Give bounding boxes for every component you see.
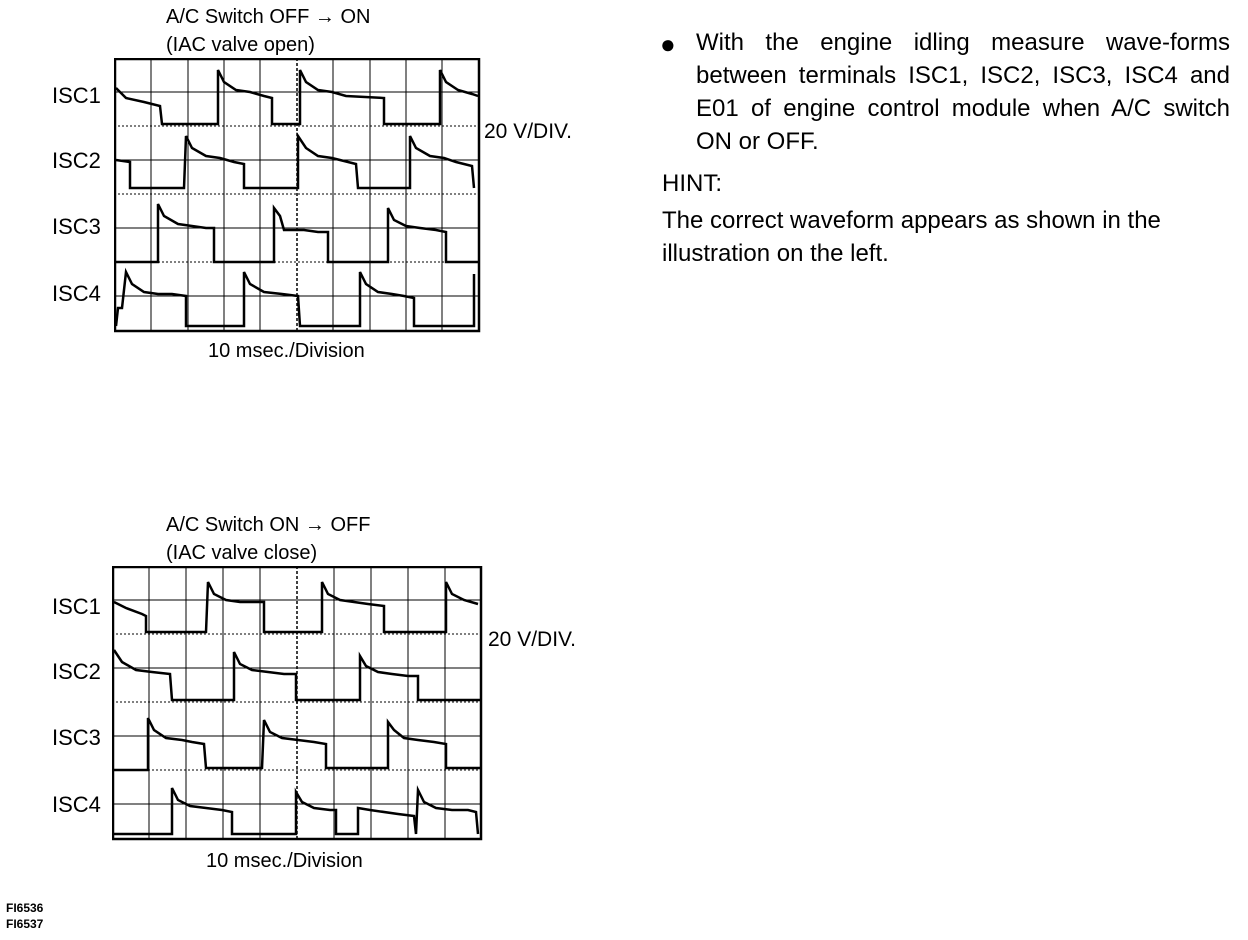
scope1-title-line1: A/C Switch OFF → ON: [166, 6, 371, 28]
scope2-label-isc3: ISC3: [52, 725, 101, 750]
scope1-label-isc3: ISC3: [52, 214, 101, 239]
scope2-volts-per-div: 20 V/DIV.: [488, 628, 576, 651]
hint-title: HINT:: [662, 170, 722, 197]
scope2-label-isc1: ISC1: [52, 594, 101, 619]
scope1-title-line2: (IAC valve open): [166, 34, 315, 56]
instruction-text: With the engine idling measure wave-form…: [696, 29, 1230, 155]
instruction-block: ● With the engine idling measure wave-fo…: [660, 26, 1230, 158]
scope1-label-isc2: ISC2: [52, 148, 101, 173]
scope2-label-isc4: ISC4: [52, 792, 101, 817]
scope2-label-isc2: ISC2: [52, 659, 101, 684]
scope2-title-line2: (IAC valve close): [166, 542, 318, 564]
scope1-time-per-div: 10 msec./Division: [208, 340, 365, 362]
scope2-screen: [112, 566, 484, 842]
scope2-title-line1: A/C Switch ON → OFF: [166, 514, 371, 536]
scope1-screen: [114, 58, 482, 334]
scope1-volts-per-div: 20 V/DIV.: [484, 120, 572, 143]
bullet-icon: ●: [660, 29, 676, 59]
figure-id: FI6536: [6, 901, 44, 915]
scope2-time-per-div: 10 msec./Division: [206, 850, 363, 872]
figure-id: FI6537: [6, 917, 44, 931]
scope1-label-isc4: ISC4: [52, 281, 101, 306]
scope1-label-isc1: ISC1: [52, 83, 101, 108]
hint-text: The correct waveform appears as shown in…: [662, 207, 1161, 267]
